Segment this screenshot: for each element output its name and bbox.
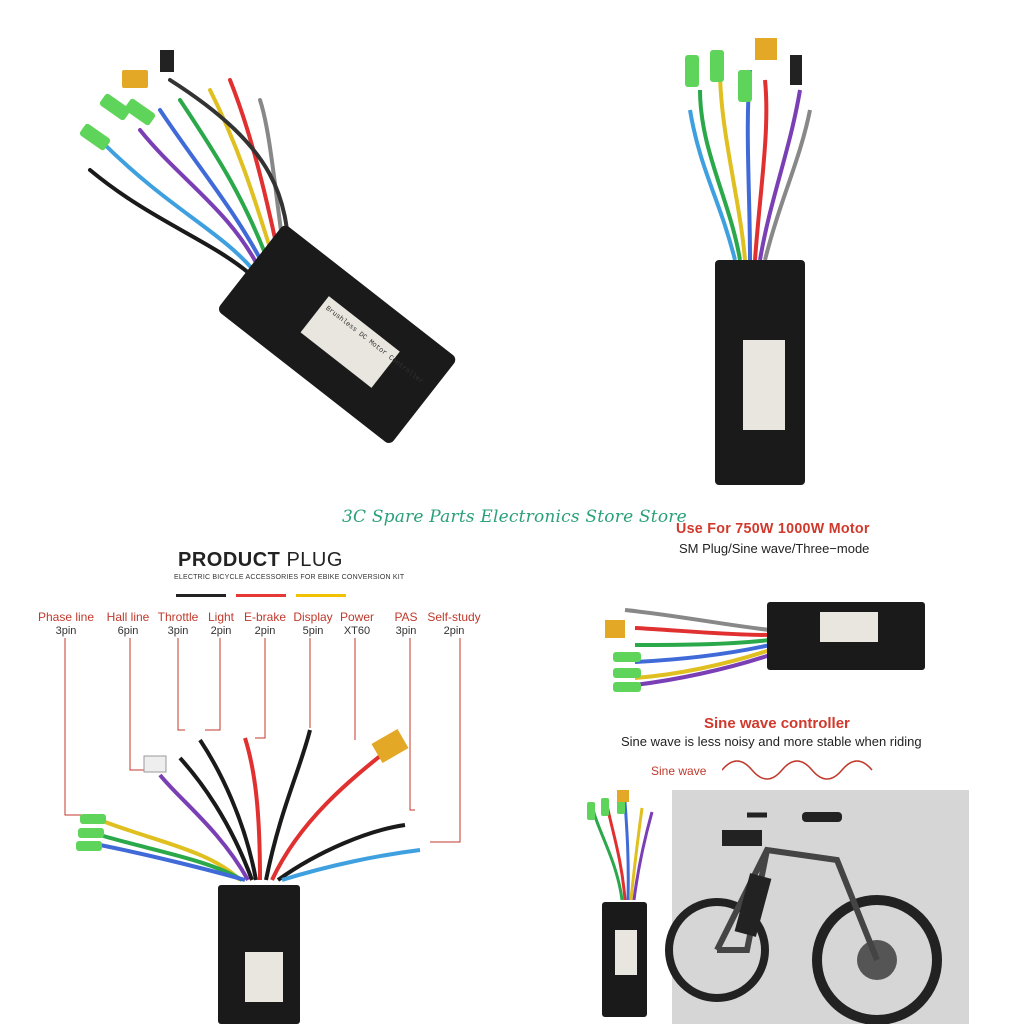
- sine-wave-graphic: [722, 760, 873, 780]
- sine-wave-description: Sine wave is less noisy and more stable …: [621, 734, 922, 749]
- plug-label-self-study: Self-study 2pin: [427, 610, 481, 637]
- controller-body: Brushless DC Motor Controller: [218, 225, 456, 443]
- product-plug-title-light: PLUG: [286, 549, 343, 571]
- product-plug-color-bars: [176, 584, 356, 602]
- xt60-connector: [122, 70, 148, 88]
- controller-photo-horizontal: [605, 602, 925, 692]
- product-plug-title-bold: PRODUCT: [178, 549, 281, 571]
- bike-photo: [577, 790, 969, 1025]
- controller-photo-top-left: Brushless DC Motor Controller: [79, 50, 456, 443]
- color-bar-red: [236, 594, 286, 597]
- bike-photo-panel: [577, 790, 969, 1025]
- plug-label-light: Light 2pin: [207, 610, 235, 637]
- sine-wave-label: Sine wave: [651, 764, 707, 778]
- product-plug-subtitle: ELECTRIC BICYCLE ACCESSORIES FOR EBIKE C…: [174, 574, 405, 581]
- color-bar-black: [176, 594, 226, 597]
- plug-label-power: Power XT60: [339, 610, 374, 637]
- plug-label-display: Display 5pin: [293, 610, 333, 637]
- plug-type-line: SM Plug/Sine wave/Three−mode: [679, 541, 870, 556]
- plug-wiring-diagram: [64, 638, 461, 1024]
- plug-label-throttle: Throttle 3pin: [157, 610, 199, 637]
- plug-label-pas: PAS 3pin: [394, 610, 418, 637]
- store-watermark: 3C Spare Parts Electronics Store Store: [342, 507, 687, 527]
- wire-bundle: [99, 729, 421, 882]
- use-for-motor-heading: Use For 750W 1000W Motor: [676, 520, 870, 537]
- green-connectors: [79, 93, 156, 151]
- color-bar-yellow: [296, 594, 346, 597]
- plug-label-e-brake: E-brake 2pin: [243, 610, 287, 637]
- controller-photo-top-right: [685, 38, 812, 485]
- leader-lines: [64, 638, 461, 843]
- sine-wave-controller-heading: Sine wave controller: [704, 715, 850, 732]
- product-plug-title: PRODUCT PLUG: [178, 549, 343, 572]
- plug-label-phase-line: Phase line 3pin: [37, 610, 95, 637]
- plug-label-hall-line: Hall line 6pin: [106, 610, 150, 637]
